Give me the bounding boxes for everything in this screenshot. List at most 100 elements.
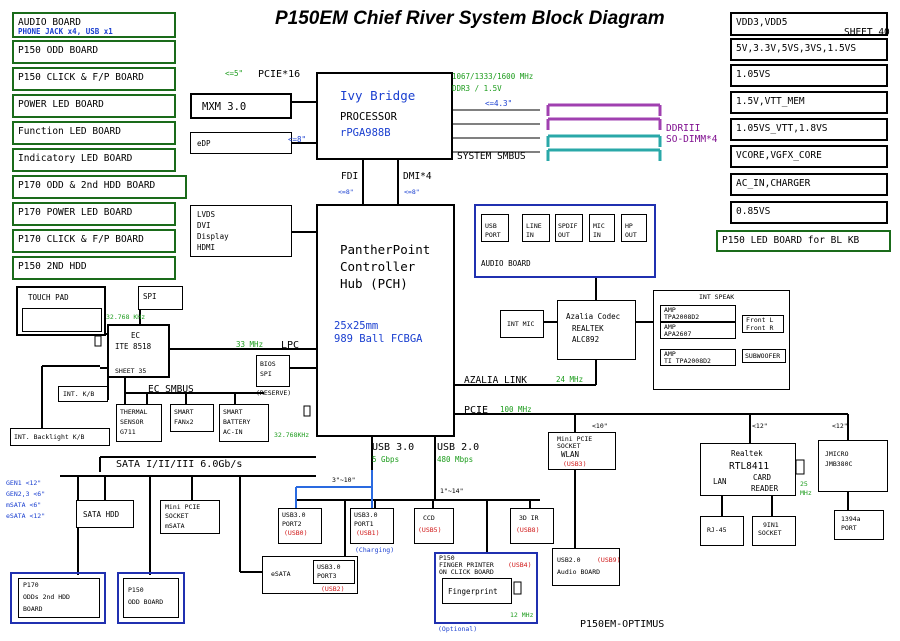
usb2-audio-board: USB2.0 (USB9) Audio BOARD: [552, 548, 620, 586]
bios-block: BIOS SPI: [256, 355, 290, 387]
port-label-2: IN: [526, 231, 534, 239]
subwoofer-label: SUBWOOFER: [745, 352, 781, 360]
fingerprint-label: Fingerprint: [448, 587, 498, 596]
amp-part: TPA2008D2: [664, 313, 700, 321]
fingerprint-optional: (Optional): [438, 625, 478, 633]
board-label: Function LED BOARD: [18, 126, 121, 137]
pcie-bus-label: PCIE: [464, 405, 489, 416]
smart-fan-block: SMART FANx2: [170, 404, 214, 432]
audio-usb-port: USB PORT: [481, 214, 509, 242]
jmicro-width-note: <12": [832, 422, 848, 430]
dmi-width-note: <=8": [404, 188, 420, 196]
charging-note: (Charging): [355, 546, 395, 554]
ddr-dimm-label: SO-DIMM*4: [666, 134, 718, 145]
front-speakers: Front L Front R: [742, 315, 784, 333]
edp-label: eDP: [197, 139, 211, 148]
fingerprint-tag: (USB4): [508, 561, 532, 569]
audio-spdif-out: SPDIF OUT: [555, 214, 583, 242]
amp-label: AMP: [664, 306, 676, 314]
port-tag: (USB0): [284, 529, 308, 537]
ddr-label: DDRIII: [666, 123, 701, 134]
int-backlight-block: INT. Backlight K/B: [10, 428, 110, 446]
msata-type: SOCKET: [165, 512, 189, 520]
sata-gen1-note: GEN1 <12": [6, 479, 42, 487]
ec-clock: 32.768 KHz: [106, 313, 146, 321]
3d-ir-block: 3D IR (USB8): [510, 508, 554, 544]
port-name: PORT3: [317, 572, 337, 580]
p170-board-label: BOARD: [23, 605, 43, 613]
fan-count: FANx2: [174, 418, 194, 426]
amp-label: AMP: [664, 350, 676, 358]
bios-label: BIOS: [260, 360, 276, 368]
rail-label: 0.85VS: [736, 206, 771, 217]
display-lvds: LVDS: [197, 210, 216, 219]
board-label: P150 ODD BOARD: [18, 45, 99, 56]
9in1-label: 9IN1: [763, 521, 779, 529]
port-name: PORT2: [282, 520, 302, 528]
bios-reserve: (RESERVE): [256, 389, 292, 397]
ec-part: ITE 8518: [115, 342, 152, 351]
1394a-label: 1394a: [841, 515, 861, 523]
board-label: P170 ODD & 2nd HDD BOARD: [18, 180, 156, 191]
board-audio: AUDIO BOARD PHONE JACK x4, USB x1: [12, 12, 176, 38]
edp-width-note: <=8": [288, 135, 307, 144]
wlan-width-note: <10": [592, 422, 608, 430]
thermal-sensor-block: THERMAL SENSOR G711: [116, 404, 162, 442]
jmicro-block: JMICRO JMB380C: [818, 440, 888, 492]
lpc-speed: 33 MHz: [236, 340, 264, 349]
port-label-2: IN: [593, 231, 601, 239]
p150-odd-inner: P150 ODD BOARD: [123, 578, 179, 618]
sata-hdd-block: SATA HDD: [76, 500, 134, 528]
usb2-length: 1"~14": [440, 487, 464, 495]
9in1-socket-block: 9IN1 SOCKET: [752, 516, 796, 546]
board-p150-2nd-hdd: P150 2ND HDD: [12, 256, 176, 280]
board-p150-odd: P150 ODD BOARD: [12, 40, 176, 64]
pch-name: PantherPoint: [340, 242, 431, 257]
audio-mic-in: MIC IN: [589, 214, 615, 242]
codec-vendor: REALTEK: [572, 324, 604, 333]
rail-label: 1.5V,VTT_MEM: [736, 96, 805, 107]
pch-package: 989 Ball FCBGA: [334, 333, 423, 345]
fingerprint-board: P150 FINGER PRINTER (USB4) ON CLICK BOAR…: [434, 552, 538, 624]
display-dvi: DVI: [197, 221, 211, 230]
board-p170-click: P170 CLICK & F/P BOARD: [12, 229, 176, 253]
rail-label: AC_IN,CHARGER: [736, 178, 811, 189]
ec-smbus-label: EC SMBUS: [148, 384, 194, 395]
sata-bus-label: SATA I/II/III 6.0Gb/s: [116, 459, 243, 470]
mxm-label: MXM 3.0: [202, 101, 247, 113]
int-kb-block: INT. K/B: [58, 386, 108, 402]
speaker-right: Front R: [746, 324, 774, 332]
realtek-clock: 25: [800, 480, 808, 488]
rj45-label: RJ-45: [707, 526, 727, 534]
cpu-socket: rPGA988B: [340, 127, 391, 139]
wlan-label: Mini PCIE: [557, 435, 593, 443]
realtek-part: RTL8411: [729, 461, 770, 472]
pch-size: 25x25mm: [334, 320, 379, 332]
p150-odd-board: P150 ODD BOARD: [117, 572, 185, 624]
board-indicatory-led: Indicatory LED BOARD: [12, 148, 176, 172]
fingerprint-head-2: FINGER PRINTER: [439, 561, 494, 569]
rail-vcore: VCORE,VGFX_CORE: [730, 145, 888, 168]
int-kb-label: INT. K/B: [63, 390, 95, 398]
ddr-type: DDR3 / 1.5V: [452, 84, 502, 93]
board-power-led: POWER LED BOARD: [12, 94, 176, 118]
mxm-pcie-label: PCIE*16: [258, 69, 301, 80]
ccd-block: CCD (USB5): [414, 508, 454, 544]
thermal-part: G711: [120, 428, 136, 436]
fingerprint-block: Fingerprint: [442, 578, 512, 604]
rail-label: VCORE,VGFX_CORE: [736, 150, 822, 161]
rail-5v: 5V,3.3V,5VS,3VS,1.5VS: [730, 38, 888, 61]
board-label: POWER LED BOARD: [18, 99, 104, 110]
p150-label: P150: [128, 586, 144, 594]
fdi-width-note: <=8": [338, 188, 354, 196]
audio-board-label: AUDIO BOARD: [481, 259, 531, 268]
port-label-2: OUT: [625, 231, 637, 239]
esata-block: eSATA USB3.0 PORT3 (USB2): [262, 556, 358, 594]
realtek-card: CARD: [753, 473, 772, 482]
usb2-label: USB 2.0: [437, 442, 480, 453]
realtek-lan: LAN: [713, 477, 727, 486]
board-label: P150 CLICK & F/P BOARD: [18, 72, 144, 83]
ac-in-label: AC-IN: [223, 428, 243, 436]
esata-note: eSATA <12": [6, 512, 46, 520]
p150-odd-label: ODD BOARD: [128, 598, 164, 606]
